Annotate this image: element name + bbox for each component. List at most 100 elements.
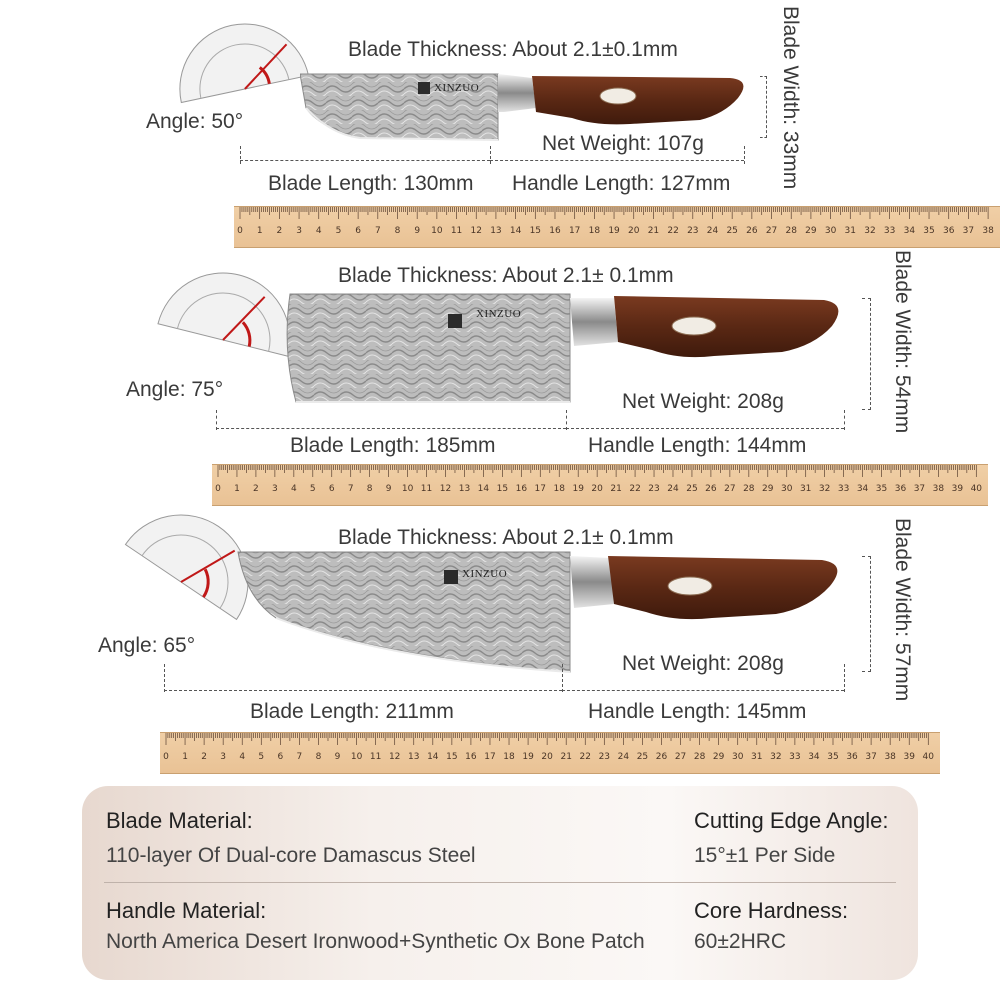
knife-2-thickness-label: Blade Thickness: About 2.1± 0.1mm xyxy=(338,264,674,287)
ruler-number: 18 xyxy=(554,484,566,494)
hardness-title: Core Hardness: xyxy=(694,898,849,923)
ruler-number: 30 xyxy=(825,226,837,236)
ruler-number: 36 xyxy=(943,226,955,236)
ruler-number: 30 xyxy=(781,484,793,494)
knife-2-image xyxy=(286,293,839,403)
ruler-number: 16 xyxy=(549,226,561,236)
ruler-number: 2 xyxy=(253,484,259,494)
ruler-number: 21 xyxy=(560,752,571,762)
ruler-number: 23 xyxy=(687,226,698,236)
ruler-number: 27 xyxy=(766,226,777,236)
ruler-number: 6 xyxy=(329,484,335,494)
ruler-number: 3 xyxy=(296,226,302,236)
ruler-number: 18 xyxy=(503,752,515,762)
knife-2-weight-label: Net Weight: 208g xyxy=(622,390,784,413)
knife-2-dim-line-blade xyxy=(216,428,566,429)
ruler-number: 14 xyxy=(510,226,522,236)
ruler-number: 29 xyxy=(762,484,774,494)
ruler-number: 28 xyxy=(786,226,798,236)
ruler-number: 7 xyxy=(297,752,303,762)
ruler-number: 20 xyxy=(541,752,553,762)
ruler-number: 32 xyxy=(770,752,781,762)
knife-3-blade-length-label: Blade Length: 211mm xyxy=(250,700,454,723)
ruler-number: 4 xyxy=(239,752,245,762)
spec-divider xyxy=(104,882,896,883)
ruler-number: 20 xyxy=(591,484,603,494)
ruler-number: 8 xyxy=(316,752,322,762)
ruler-number: 15 xyxy=(530,226,541,236)
ruler-number: 34 xyxy=(808,752,820,762)
ruler-number: 37 xyxy=(914,484,925,494)
handle-material-value: North America Desert Ironwood+Synthetic … xyxy=(106,930,645,953)
ruler-number: 13 xyxy=(490,226,501,236)
ruler-number: 3 xyxy=(220,752,226,762)
knife-1-dim-tick-left xyxy=(240,146,241,164)
knife-1-dim-line-handle xyxy=(490,160,744,161)
blade-material-title: Blade Material: xyxy=(106,808,253,833)
ruler-number: 5 xyxy=(258,752,264,762)
ruler-number: 10 xyxy=(431,226,443,236)
knife-2-width-label: Blade Width: 54mm xyxy=(891,250,914,434)
knife-3-dim-line-blade xyxy=(164,690,562,691)
ruler-number: 38 xyxy=(982,226,994,236)
knife-2-angle-label: Angle: 75° xyxy=(126,378,224,401)
ruler-number: 31 xyxy=(800,484,811,494)
ruler-number: 17 xyxy=(569,226,580,236)
knife-3-width-bracket xyxy=(862,556,871,672)
ruler-number: 2 xyxy=(277,226,283,236)
ruler-number: 24 xyxy=(618,752,630,762)
knife-1-dim-line-blade xyxy=(240,160,490,161)
ruler-number: 5 xyxy=(336,226,342,236)
ruler-number: 37 xyxy=(963,226,974,236)
ruler-number: 33 xyxy=(884,226,895,236)
ruler-number: 37 xyxy=(865,752,876,762)
blade-material-value: 110-layer Of Dual-core Damascus Steel xyxy=(106,844,476,867)
ruler-number: 26 xyxy=(656,752,668,762)
ruler-number: 21 xyxy=(648,226,659,236)
ruler-number: 35 xyxy=(923,226,934,236)
knife-3-protractor xyxy=(124,514,249,621)
ruler-number: 30 xyxy=(732,752,744,762)
ruler-number: 12 xyxy=(389,752,400,762)
knife-3-image xyxy=(237,551,838,673)
knife-2-brand: XINZUO xyxy=(476,308,522,320)
ruler-number: 19 xyxy=(522,752,534,762)
ruler-number: 16 xyxy=(516,484,528,494)
ruler-number: 22 xyxy=(667,226,678,236)
ruler-number: 11 xyxy=(370,752,381,762)
ruler-number: 25 xyxy=(726,226,737,236)
ruler-number: 39 xyxy=(903,752,915,762)
ruler-number: 10 xyxy=(351,752,363,762)
ruler-number: 23 xyxy=(648,484,659,494)
edge-angle-value: 15°±1 Per Side xyxy=(694,844,836,867)
knife-1-dim-tick-right xyxy=(744,146,745,164)
knife-1-angle-label: Angle: 50° xyxy=(146,110,244,133)
ruler-number: 6 xyxy=(355,226,361,236)
knife-1-handle-length-label: Handle Length: 127mm xyxy=(512,172,731,195)
knife-3-handle-length-label: Handle Length: 145mm xyxy=(588,700,807,723)
ruler-number: 4 xyxy=(316,226,322,236)
ruler-number: 25 xyxy=(637,752,648,762)
knife-1-weight-label: Net Weight: 107g xyxy=(542,132,704,155)
ruler-number: 13 xyxy=(408,752,419,762)
ruler-number: 20 xyxy=(628,226,640,236)
ruler-number: 31 xyxy=(751,752,762,762)
ruler-number: 26 xyxy=(746,226,758,236)
knife-3-dim-tick-right xyxy=(844,664,845,692)
ruler-number: 34 xyxy=(857,484,869,494)
ruler-number: 8 xyxy=(367,484,373,494)
ruler-number: 40 xyxy=(923,752,935,762)
ruler-number: 0 xyxy=(163,752,169,762)
ruler-number: 28 xyxy=(743,484,755,494)
ruler-number: 32 xyxy=(819,484,830,494)
ruler-number: 33 xyxy=(838,484,849,494)
ruler-number: 1 xyxy=(182,752,188,762)
knife-1-thickness-label: Blade Thickness: About 2.1±0.1mm xyxy=(348,38,678,61)
ruler-number: 12 xyxy=(440,484,451,494)
hardness-value: 60±2HRC xyxy=(694,930,787,953)
ruler-number: 7 xyxy=(348,484,354,494)
